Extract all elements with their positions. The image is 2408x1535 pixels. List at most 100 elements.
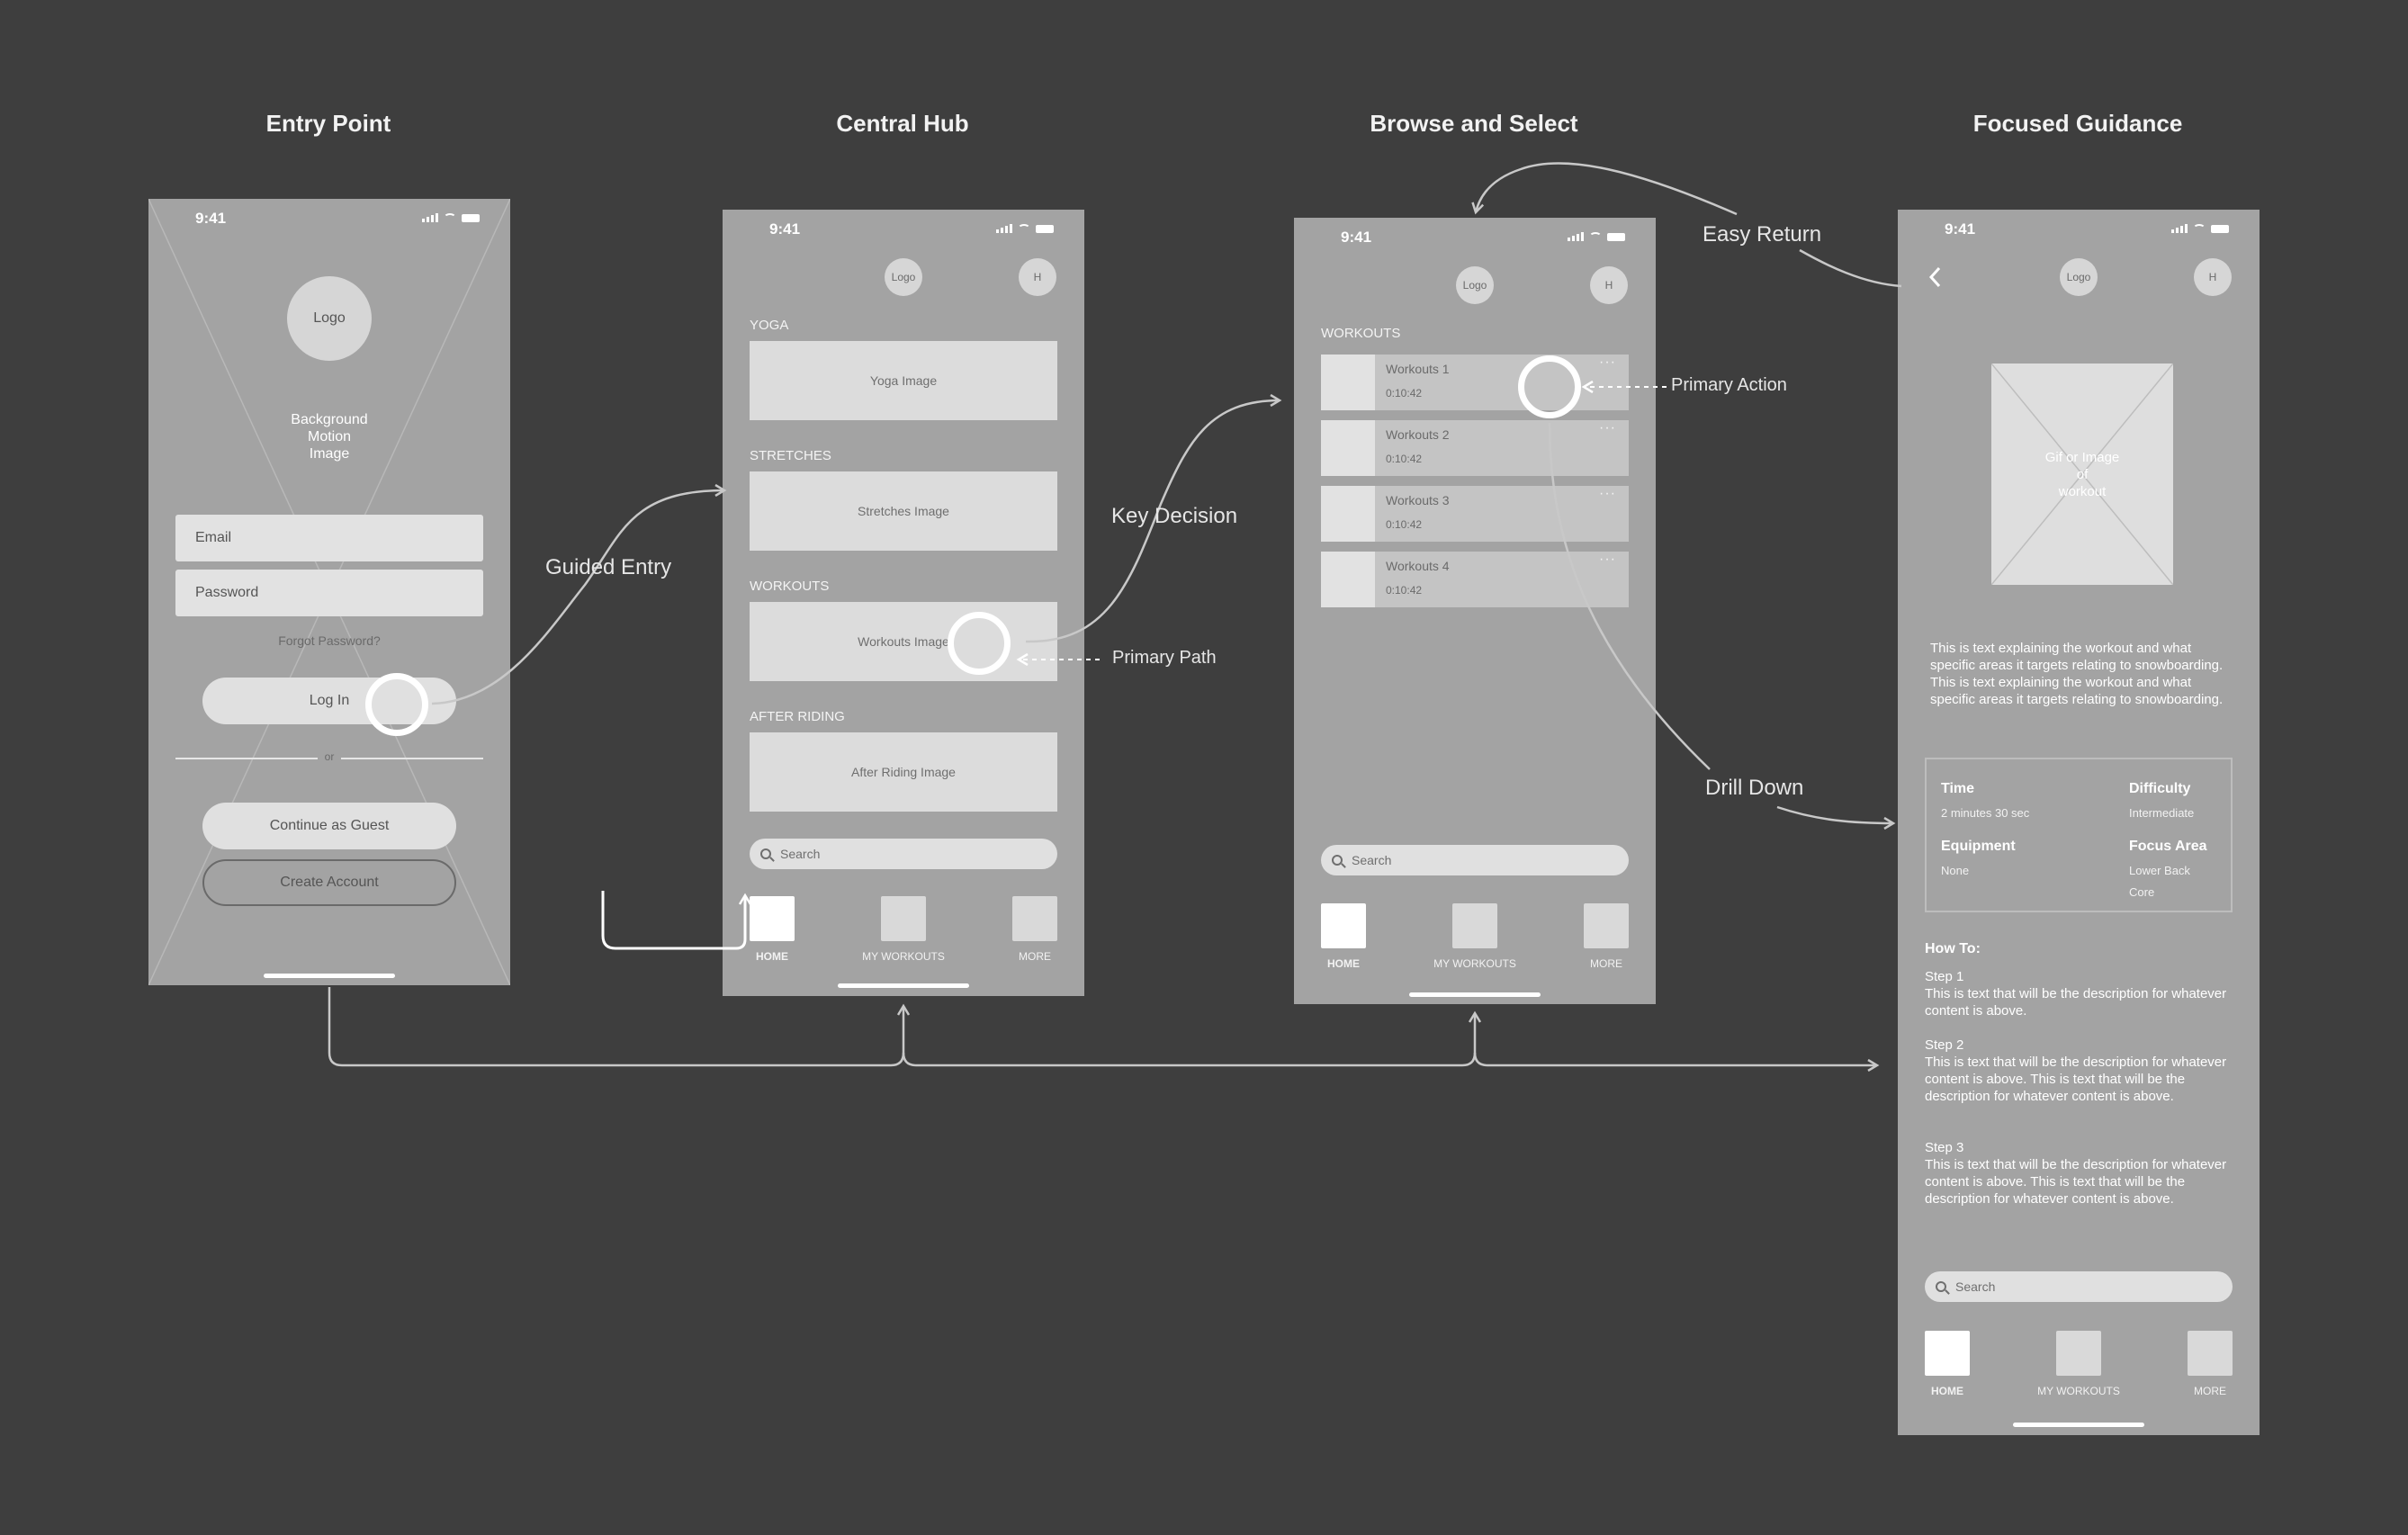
annotation-primary-action: Primary Action xyxy=(1671,375,1787,395)
email-field[interactable]: Email xyxy=(175,515,483,561)
yoga-card[interactable]: Yoga Image xyxy=(750,341,1057,420)
difficulty-value: Intermediate xyxy=(2129,806,2195,820)
workout-name: Workouts 4 xyxy=(1386,559,1450,573)
forgot-password-link[interactable]: Forgot Password? xyxy=(278,633,381,648)
nav-my-workouts-label: MY WORKOUTS xyxy=(1433,957,1516,970)
profile-avatar[interactable]: H xyxy=(2194,258,2232,296)
bottom-nav-connector xyxy=(328,987,903,1067)
guest-button[interactable]: Continue as Guest xyxy=(202,803,456,849)
difficulty-label: Difficulty xyxy=(2129,781,2191,796)
search-input[interactable]: Search xyxy=(1925,1271,2233,1302)
media-label-line-2: of xyxy=(2076,467,2089,482)
nav-my-workouts-label: MY WORKOUTS xyxy=(862,950,945,963)
time-value: 2 minutes 30 sec xyxy=(1941,806,2030,820)
more-options-icon[interactable]: ··· xyxy=(1599,486,1616,501)
workout-info-card: Time 2 minutes 30 sec Difficulty Interme… xyxy=(1925,758,2233,912)
section-label-yoga: YOGA xyxy=(750,318,789,333)
detail-screen: 9:41 Logo H Gif or Image of workout This… xyxy=(1898,210,2260,1435)
battery-icon xyxy=(1036,224,1054,233)
status-time: 9:41 xyxy=(769,220,801,238)
search-input[interactable]: Search xyxy=(1321,845,1629,875)
media-label: Gif or Image of workout xyxy=(1991,449,2173,500)
guided-entry-arrow xyxy=(431,490,724,705)
more-options-icon[interactable]: ··· xyxy=(1599,355,1616,370)
image-placeholder-lines xyxy=(1991,364,2173,585)
nav-home[interactable]: HOME xyxy=(1916,1331,1979,1397)
step-2-text: This is text that will be the descriptio… xyxy=(1925,1055,2227,1104)
password-field[interactable]: Password xyxy=(175,570,483,616)
nav-more[interactable]: MORE xyxy=(1003,896,1066,963)
home-loop-arrow xyxy=(601,891,745,950)
create-account-button[interactable]: Create Account xyxy=(202,859,456,906)
status-time: 9:41 xyxy=(1945,220,1976,238)
nav-home[interactable]: HOME xyxy=(1312,903,1375,970)
column-title-browse: Browse and Select xyxy=(1370,110,1578,137)
more-options-icon[interactable]: ··· xyxy=(1599,552,1616,567)
easy-return-arrow-start xyxy=(1799,248,1902,288)
divider-or: or xyxy=(324,750,335,763)
wifi-icon xyxy=(444,213,456,222)
workout-duration: 0:10:42 xyxy=(1386,387,1423,399)
step-3-title: Step 3 xyxy=(1925,1140,1964,1155)
status-icons xyxy=(422,213,480,222)
annotation-easy-return: Easy Return xyxy=(1703,222,1822,247)
more-icon xyxy=(1584,903,1629,948)
background-image-label: Background Motion Image xyxy=(148,411,510,462)
after-riding-card[interactable]: After Riding Image xyxy=(750,732,1057,812)
column-title-hub: Central Hub xyxy=(836,110,969,137)
bottom-nav-connector-2 xyxy=(902,1013,1475,1067)
my-workouts-icon xyxy=(1452,903,1497,948)
nav-home[interactable]: HOME xyxy=(741,896,804,963)
nav-more[interactable]: MORE xyxy=(1575,903,1638,970)
media-label-line-3: workout xyxy=(2058,484,2107,499)
more-options-icon[interactable]: ··· xyxy=(1599,420,1616,435)
stretches-card[interactable]: Stretches Image xyxy=(750,471,1057,551)
step-3-text: This is text that will be the descriptio… xyxy=(1925,1157,2227,1207)
search-input[interactable]: Search xyxy=(750,839,1057,869)
header-logo: Logo xyxy=(2060,258,2098,296)
nav-my-workouts[interactable]: MY WORKOUTS xyxy=(849,896,957,963)
time-label: Time xyxy=(1941,781,1975,796)
search-placeholder: Search xyxy=(1352,853,1392,867)
status-time: 9:41 xyxy=(1341,229,1372,246)
workout-row-touch-indicator xyxy=(1518,355,1581,418)
battery-icon xyxy=(462,213,480,222)
wifi-icon xyxy=(1589,232,1602,241)
profile-avatar[interactable]: H xyxy=(1019,258,1056,296)
workout-thumbnail xyxy=(1321,486,1375,542)
workout-row-3[interactable]: Workouts 3 0:10:42 ··· xyxy=(1321,486,1629,542)
home-icon xyxy=(750,896,795,941)
back-chevron-icon[interactable] xyxy=(1927,265,1945,289)
workout-row-2[interactable]: Workouts 2 0:10:42 ··· xyxy=(1321,420,1629,476)
nav-my-workouts-label: MY WORKOUTS xyxy=(2037,1385,2120,1397)
status-icons xyxy=(2171,224,2229,233)
step-2-title: Step 2 xyxy=(1925,1037,1964,1053)
workout-name: Workouts 1 xyxy=(1386,362,1450,376)
search-icon xyxy=(1332,855,1343,866)
signal-icon xyxy=(996,224,1012,233)
equipment-label: Equipment xyxy=(1941,839,2016,854)
column-title-entry: Entry Point xyxy=(265,110,391,137)
home-indicator xyxy=(264,974,395,978)
login-touch-indicator xyxy=(365,673,428,736)
hub-screen: 9:41 Logo H YOGA Yoga Image STRETCHES St… xyxy=(723,210,1084,996)
workout-duration: 0:10:42 xyxy=(1386,453,1423,465)
bottom-nav-connector-3 xyxy=(1473,1052,1877,1065)
nav-my-workouts[interactable]: MY WORKOUTS xyxy=(1421,903,1529,970)
drill-down-arrow-end xyxy=(1776,805,1893,823)
battery-icon xyxy=(2211,224,2229,233)
profile-avatar[interactable]: H xyxy=(1590,266,1628,304)
search-placeholder: Search xyxy=(780,847,821,861)
signal-icon xyxy=(1568,232,1584,241)
status-icons xyxy=(996,224,1054,233)
focus-area-value-1: Lower Back xyxy=(2129,864,2190,877)
bg-label-line-3: Image xyxy=(309,446,350,462)
nav-my-workouts[interactable]: MY WORKOUTS xyxy=(2025,1331,2133,1397)
section-label-stretches: STRETCHES xyxy=(750,448,831,463)
home-indicator xyxy=(2013,1423,2144,1427)
column-title-guidance: Focused Guidance xyxy=(1972,110,2183,137)
workout-duration: 0:10:42 xyxy=(1386,584,1423,597)
nav-more-label: MORE xyxy=(1019,950,1051,963)
nav-more[interactable]: MORE xyxy=(2179,1331,2242,1397)
workout-thumbnail xyxy=(1321,552,1375,607)
